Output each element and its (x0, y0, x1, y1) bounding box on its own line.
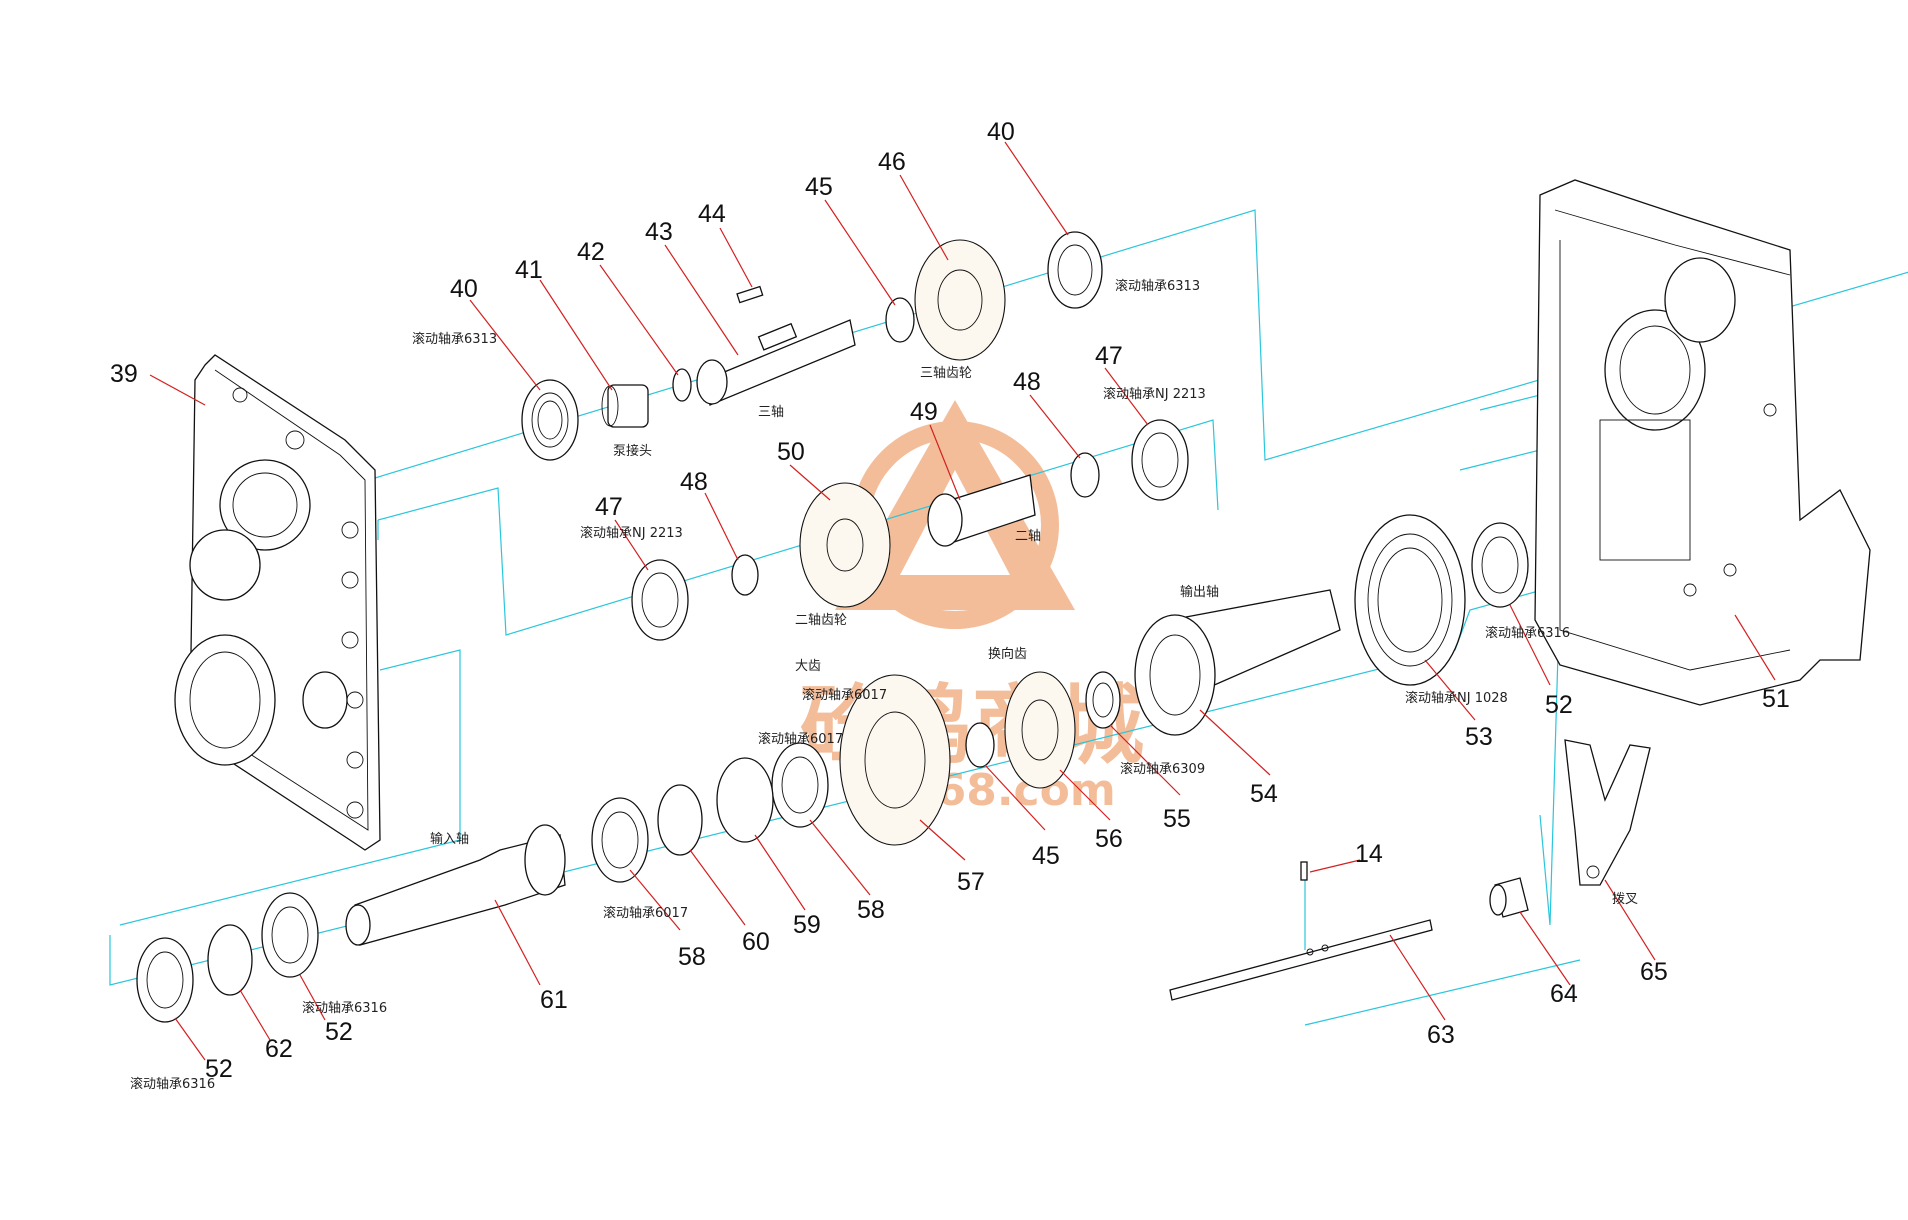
part-50-second-shaft-gear (799, 482, 891, 608)
part-number-65: 65 (1640, 958, 1668, 986)
part-48a-snap-ring (1070, 452, 1100, 498)
part-label-43: 三轴 (758, 405, 784, 420)
part-label-56: 换向齿 (988, 646, 1027, 662)
part-label-53: 滚动轴承NJ 1028 (1405, 690, 1508, 706)
part-label-40b: 滚动轴承6313 (1115, 278, 1200, 294)
leader-lines (149, 141, 1776, 1061)
part-number-52c: 52 (205, 1055, 233, 1083)
part-number-53: 53 (1465, 723, 1493, 751)
part-number-46: 46 (878, 148, 906, 176)
part-label-49: 二轴 (1015, 529, 1041, 544)
part-label-50: 二轴齿轮 (795, 613, 847, 628)
part-labels: 滚动轴承6313 泵接头 三轴 三轴齿轮 滚动轴承6313 滚动轴承NJ 221… (130, 278, 1638, 1092)
part-number-64: 64 (1550, 980, 1578, 1008)
part-label-47a: 滚动轴承NJ 2213 (1103, 386, 1206, 402)
part-number-44: 44 (698, 200, 726, 228)
part-label-65: 拨叉 (1612, 892, 1638, 907)
part-number-40b: 40 (987, 118, 1015, 146)
part-number-14: 14 (1355, 840, 1383, 868)
part-61-input-shaft (345, 824, 566, 946)
part-55-bearing (1085, 671, 1121, 729)
part-label-47b: 滚动轴承NJ 2213 (580, 525, 683, 541)
part-47a-bearing (1131, 419, 1189, 501)
part-52a-bearing (1471, 522, 1529, 608)
part-53-bearing (1354, 514, 1466, 686)
part-label-58b: 滚动轴承6017 (603, 905, 688, 921)
part-label-58a: 滚动轴承6017 (758, 731, 843, 747)
part-label-54: 输出轴 (1180, 584, 1219, 600)
part-43-third-shaft (696, 319, 856, 406)
part-number-48b: 48 (680, 468, 708, 496)
part-number-47b: 47 (595, 493, 623, 521)
part-number-52a: 52 (1545, 691, 1573, 719)
part-40a-bearing (521, 379, 579, 461)
part-number-52b: 52 (325, 1018, 353, 1046)
part-number-58b: 58 (678, 943, 706, 971)
part-60-spacer (657, 784, 703, 856)
part-57-big-gear (839, 674, 951, 846)
part-number-49: 49 (910, 398, 938, 426)
part-label-61: 输入轴 (430, 831, 469, 847)
part-label-52b: 滚动轴承6316 (302, 1000, 387, 1016)
part-number-39: 39 (110, 360, 138, 388)
part-label-52a: 滚动轴承6316 (1485, 625, 1570, 641)
part-63-fork-rod (1169, 919, 1433, 1001)
part-number-58a: 58 (857, 896, 885, 924)
part-48b-snap-ring (731, 554, 759, 596)
part-number-55: 55 (1163, 805, 1191, 833)
part-52b-bearing (261, 892, 319, 978)
part-number-47a: 47 (1095, 342, 1123, 370)
part-number-56: 56 (1095, 825, 1123, 853)
part-number-61: 61 (540, 986, 568, 1014)
part-numbers: 39 40 41 42 43 44 45 46 40 47 48 49 50 4… (110, 118, 1790, 1083)
part-number-45b: 45 (1032, 842, 1060, 870)
part-number-48a: 48 (1013, 368, 1041, 396)
part-number-41: 41 (515, 256, 543, 284)
part-number-42: 42 (577, 238, 605, 266)
part-56-reversing-gear (1004, 671, 1076, 789)
part-label-57: 大齿 (795, 659, 821, 674)
part-58a-bearing (771, 742, 829, 828)
part-label-52c: 滚动轴承6316 (130, 1076, 215, 1092)
part-51-rear-housing (1534, 179, 1871, 706)
part-49-second-shaft (927, 474, 1036, 547)
part-45b-snap-ring (965, 722, 995, 768)
part-label-40a: 滚动轴承6313 (412, 331, 497, 347)
part-label-41: 泵接头 (613, 443, 652, 459)
part-62-spacer (207, 924, 253, 996)
part-number-59: 59 (793, 911, 821, 939)
part-64-bushing (1489, 877, 1529, 918)
part-label-46: 三轴齿轮 (920, 366, 972, 381)
part-number-40a: 40 (450, 275, 478, 303)
part-39-front-housing (174, 354, 381, 851)
part-label-55: 滚动轴承6309 (1120, 761, 1205, 777)
part-number-57: 57 (957, 868, 985, 896)
part-46-third-shaft-gear (914, 239, 1006, 361)
part-54-output-shaft (1134, 589, 1341, 736)
part-59-snap-ring (716, 757, 774, 843)
part-number-62: 62 (265, 1035, 293, 1063)
part-number-50: 50 (777, 438, 805, 466)
part-number-60: 60 (742, 928, 770, 956)
part-number-54: 54 (1250, 780, 1278, 808)
part-number-45a: 45 (805, 173, 833, 201)
part-number-63: 63 (1427, 1021, 1455, 1049)
part-42-snap-ring (672, 368, 692, 402)
part-65-shift-fork (1564, 739, 1651, 886)
part-41-pump-coupling (601, 384, 649, 428)
part-number-43: 43 (645, 218, 673, 246)
part-58b-bearing (591, 797, 649, 883)
part-14-pin (1300, 861, 1308, 881)
part-47b-bearing (631, 559, 689, 641)
part-44-key (736, 285, 764, 304)
part-number-51: 51 (1762, 685, 1790, 713)
part-label-58-extra: 滚动轴承6017 (802, 687, 887, 703)
part-52c-bearing (136, 937, 194, 1023)
part-45a-snap-ring (885, 297, 915, 343)
part-40b-bearing (1047, 231, 1103, 309)
watermark-logo-icon (835, 400, 1075, 610)
